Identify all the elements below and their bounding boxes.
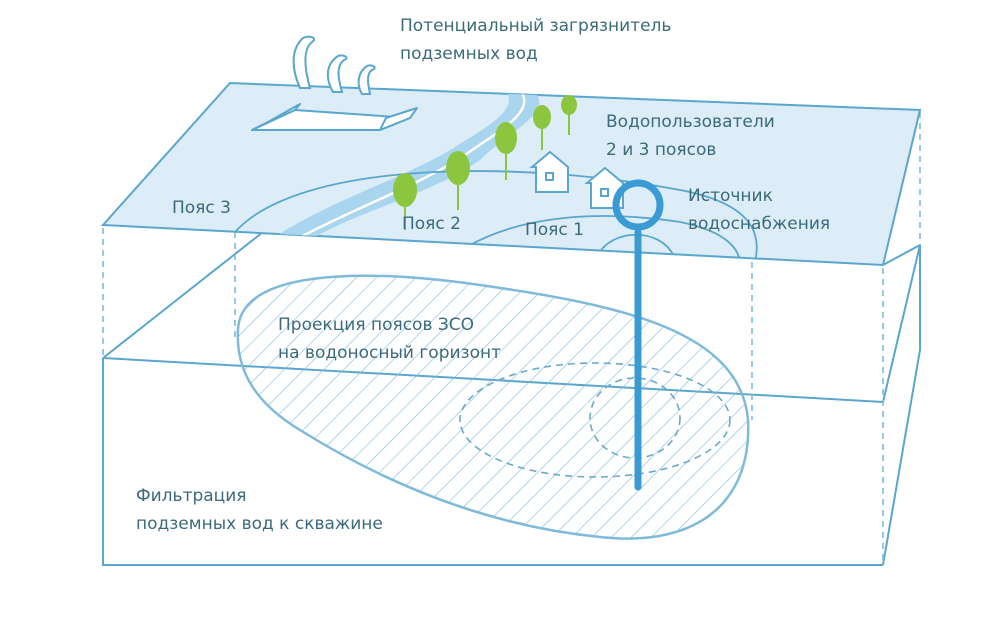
zone2-projection xyxy=(459,362,731,478)
projection-lines xyxy=(102,112,921,565)
label-water-users: Водопользователи 2 и 3 поясов xyxy=(606,108,775,164)
zone3-boundary xyxy=(234,170,758,263)
label-filtration-line1: Фильтрация xyxy=(136,486,247,506)
label-pollutant-line1: Потенциальный загрязнитель xyxy=(400,16,672,36)
house-icon xyxy=(529,150,569,193)
smoke-icon xyxy=(292,35,376,95)
front-bottom-edge xyxy=(102,358,883,566)
well-icon xyxy=(612,179,664,491)
label-projection-line1: Проекция поясов ЗСО xyxy=(278,315,475,335)
river-icon xyxy=(270,88,540,240)
label-filtration: Фильтрация подземных вод к скважине xyxy=(136,482,383,538)
zone2-boundary xyxy=(464,215,741,263)
factory-icon xyxy=(251,103,418,131)
label-source-line1: Источник xyxy=(688,186,773,206)
trees xyxy=(393,95,577,230)
label-water-users-line1: Водопользователи xyxy=(606,112,775,132)
tree-icon xyxy=(495,122,517,180)
label-source: Источник водоснабжения xyxy=(688,182,830,238)
label-pollutant-line2: подземных вод xyxy=(400,44,538,64)
tree-icon xyxy=(446,151,470,210)
tree-icon xyxy=(393,173,417,230)
aquifer-block xyxy=(102,231,921,566)
label-filtration-line2: подземных вод к скважине xyxy=(136,514,383,534)
right-bottom-edge xyxy=(882,349,921,566)
label-zone1: Пояс 1 xyxy=(525,220,584,240)
tree-icon xyxy=(561,95,577,135)
label-zone3: Пояс 3 xyxy=(172,198,231,218)
tree-icon xyxy=(533,105,551,150)
label-projection-line2: на водоносный горизонт xyxy=(278,343,501,363)
label-projection: Проекция поясов ЗСО на водоносный горизо… xyxy=(278,311,501,367)
projection-zone xyxy=(236,274,750,540)
label-source-line2: водоснабжения xyxy=(688,214,831,234)
label-pollutant: Потенциальный загрязнитель подземных вод xyxy=(400,12,671,68)
label-zone2: Пояс 2 xyxy=(402,214,461,234)
label-water-users-line2: 2 и 3 поясов xyxy=(606,140,717,160)
